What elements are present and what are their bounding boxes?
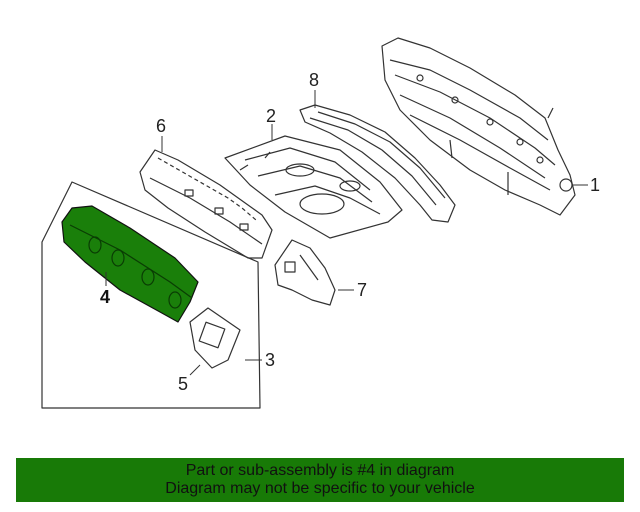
callout-7: 7: [357, 280, 367, 300]
callout-5: 5: [178, 374, 188, 394]
part-2-floor-pan: [224, 135, 403, 239]
part-7-bracket: [274, 239, 336, 306]
callout-3: 3: [265, 350, 275, 370]
part-6-rail: [139, 149, 273, 259]
notice-line-2: Diagram may not be specific to your vehi…: [165, 480, 475, 497]
callout-4: 4: [100, 287, 110, 307]
part-5-bracket: [189, 307, 241, 369]
callout-8: 8: [309, 70, 319, 90]
notice-bar: Part or sub-assembly is #4 in diagram Di…: [16, 458, 624, 502]
notice-line-1: Part or sub-assembly is #4 in diagram: [185, 462, 455, 479]
callout-2: 2: [266, 106, 276, 126]
part-8-cross-member: [299, 104, 456, 223]
part-1-rear-panel: [381, 37, 576, 216]
callout-1: 1: [590, 175, 600, 195]
leader-lines: [105, 90, 588, 376]
part-4-highlighted-panel: [61, 205, 199, 323]
callout-6: 6: [156, 116, 166, 136]
group-3-outline: [41, 181, 261, 409]
